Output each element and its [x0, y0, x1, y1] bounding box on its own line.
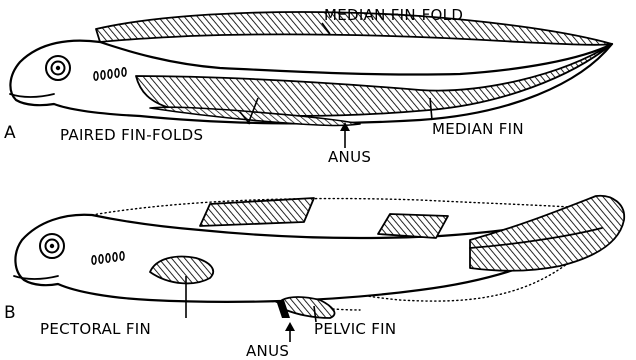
caudal-fin-shape [470, 196, 624, 271]
anus-arrow-b [285, 322, 295, 342]
larva-a-eye-icon [46, 56, 70, 80]
former-fin-fold-dorsal [92, 199, 612, 215]
larva-b-eye-icon [40, 234, 64, 258]
pectoral-fin-label: PECTORAL FIN [40, 320, 151, 338]
first-dorsal-fin-shape [200, 198, 314, 226]
median-fin-fold-label: MEDIAN FIN-FOLD [324, 6, 463, 24]
anus-label-a: ANUS [328, 148, 371, 166]
anus-label-b: ANUS [246, 342, 289, 360]
paired-fin-folds-label: PAIRED FIN-FOLDS [60, 126, 203, 144]
panel-a: A MEDIAN FIN-FOLD PAIRED FIN-FOLDS ANUS … [4, 6, 612, 166]
panel-b: B PECTORAL FIN PELVIC FIN ANUS [4, 196, 624, 360]
pelvic-fin-label: PELVIC FIN [314, 320, 396, 338]
median-fin-label: MEDIAN FIN [432, 120, 524, 138]
panel-letter-a: A [4, 123, 16, 143]
second-dorsal-fin-shape [378, 214, 448, 238]
panel-letter-b: B [4, 303, 16, 323]
pelvic-fin-shape [282, 297, 335, 318]
